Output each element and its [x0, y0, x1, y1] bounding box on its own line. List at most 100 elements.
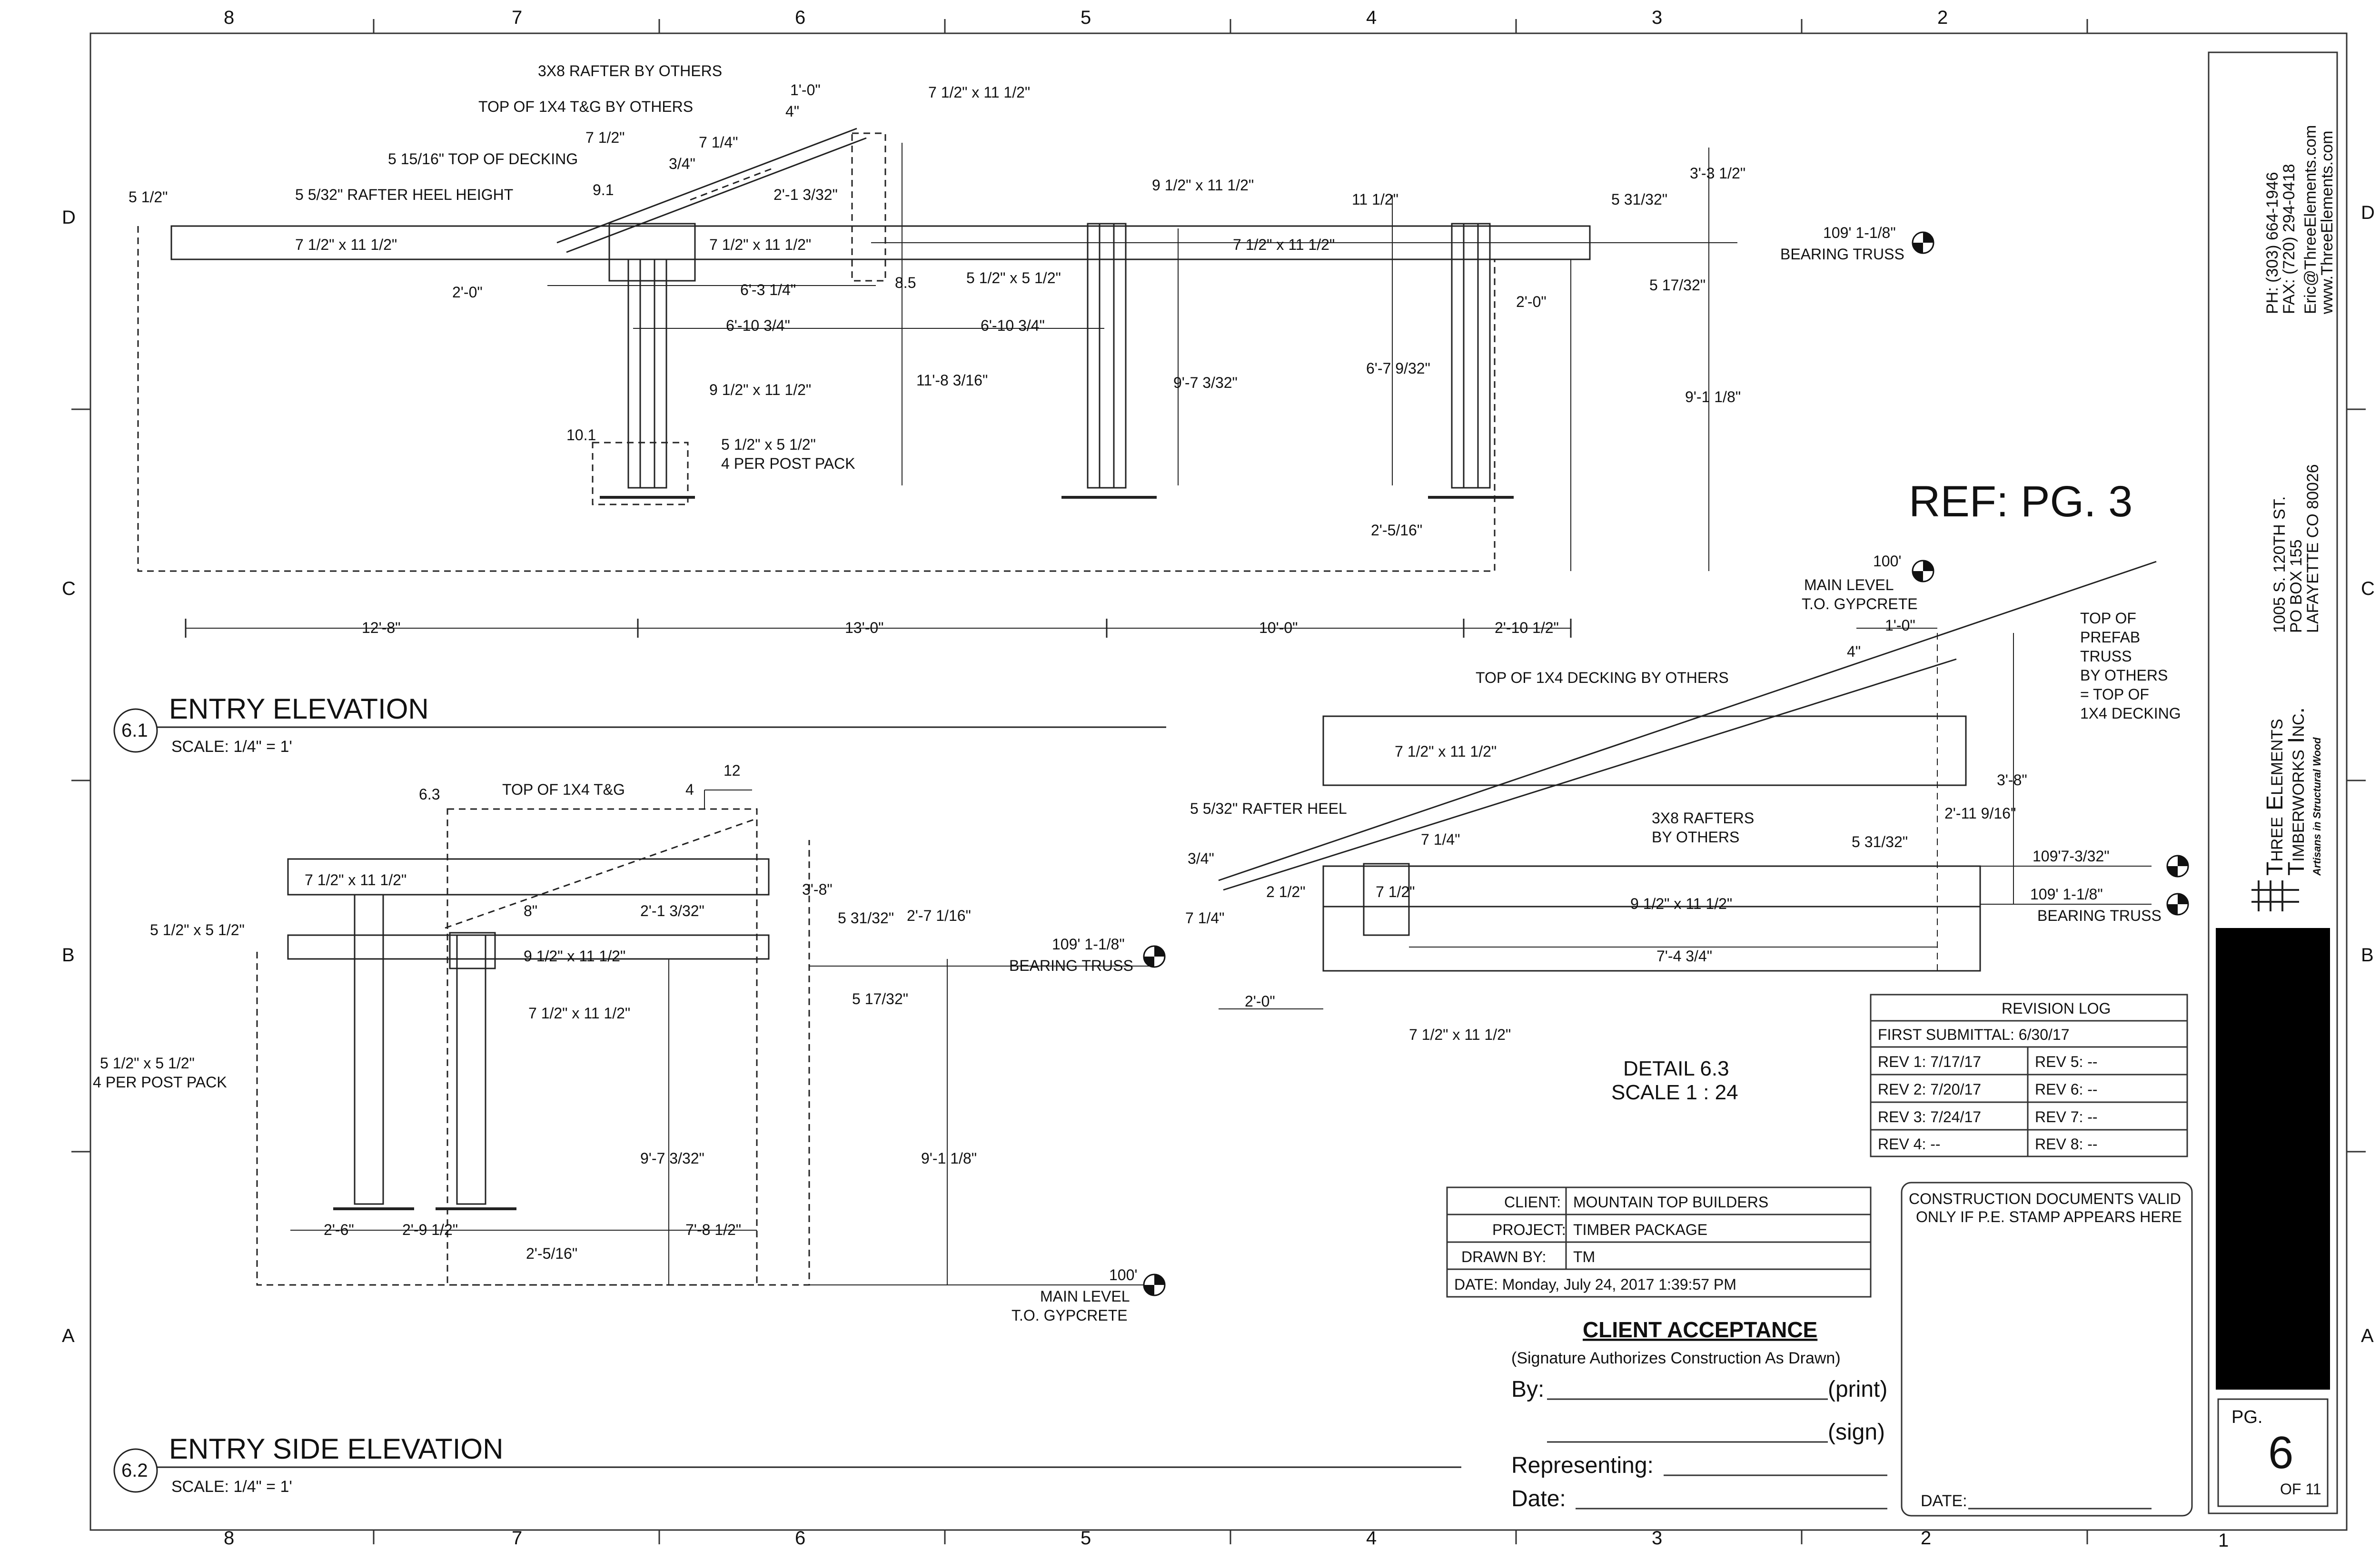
dim-6-3: 6'-3 1/4" [740, 281, 796, 298]
dim-11-8: 11'-8 3/16" [916, 372, 988, 389]
dim-6-10-a: 6'-10 3/4" [726, 317, 790, 334]
revision-cell: REV 6: -- [2035, 1081, 2098, 1098]
address-line: 1005 S. 120TH ST. [2271, 496, 2289, 633]
col-label: 6 [795, 1528, 805, 1549]
revision-cell: REV 3: 7/24/17 [1878, 1108, 1981, 1125]
revision-cell: REV 5: -- [2035, 1053, 2098, 1070]
row-label: D [2361, 202, 2375, 223]
tag-101: 10.1 [566, 426, 596, 444]
bracket: 7 1/2" x 11 1/2" [528, 1005, 630, 1022]
ref-note: REF: PG. 3 [1909, 477, 2132, 526]
dim-2-11: 2'-11 9/16" [1944, 805, 2016, 822]
dim-7-8: 7'-8 1/2" [685, 1221, 741, 1238]
main-level: MAIN LEVEL [1804, 576, 1894, 593]
print-label: (print) [1828, 1377, 1887, 1402]
dim-4: 4" [1847, 643, 1861, 660]
dim-2-half: 2 1/2" [1266, 883, 1306, 900]
note-prefab: BY OTHERS [2080, 667, 2168, 684]
note-prefab: TOP OF [2080, 610, 2136, 627]
dim-9-1: 9'-1 1/8" [921, 1150, 977, 1167]
col-label: 4 [1366, 7, 1377, 28]
view-number: 6.2 [121, 1460, 148, 1481]
project-info-table: CLIENT: MOUNTAIN TOP BUILDERS PROJECT: T… [1446, 1186, 1872, 1298]
row-label: A [62, 1325, 75, 1346]
entry-side-elevation-drawing [256, 790, 1150, 1286]
contact-line: www.ThreeElements.com [2318, 131, 2336, 315]
post-55: 5 1/2" x 5 1/2" [966, 269, 1061, 286]
pe-stamp-box: CONSTRUCTION DOCUMENTS VALID ONLY IF P.E… [1901, 1182, 2193, 1517]
note-prefab: TRUSS [2080, 648, 2132, 665]
dim-5-17-32: 5 17/32" [1649, 276, 1706, 294]
dim-4: 4" [785, 103, 799, 120]
dim-3-8: 3'-8" [1997, 771, 2027, 789]
dim-7-half: 7 1/2" [585, 129, 625, 146]
note-top-tg: TOP OF 1X4 T&G BY OTHERS [478, 98, 693, 115]
col-label: 3 [1652, 1528, 1662, 1549]
row-label: A [2361, 1325, 2374, 1346]
dim-3-8: 3'-8" [802, 881, 833, 898]
view-scale: SCALE: 1/4" = 1' [171, 738, 292, 756]
dim-2-0: 2'-0" [1245, 993, 1275, 1010]
dim-6-7: 6'-7 9/32" [1366, 360, 1430, 377]
bracket-low: 9 1/2" x 11 1/2" [709, 381, 811, 398]
beam-right: 7 1/2" x 11 1/2" [1233, 236, 1335, 253]
view-title: ENTRY SIDE ELEVATION [169, 1433, 503, 1465]
view-number: 6.1 [121, 720, 148, 741]
stamp-line-1: CONSTRUCTION DOCUMENTS VALID [1909, 1190, 2181, 1207]
dim-2-9: 2'-9 1/2" [402, 1221, 458, 1238]
dim-2-0-right: 2'-0" [1516, 293, 1547, 310]
row-label: B [62, 945, 75, 966]
drawn-label: DRAWN BY: [1461, 1248, 1546, 1265]
view-title: ENTRY ELEVATION [169, 693, 429, 725]
beam-low: 9 1/2" x 11 1/2" [524, 948, 625, 965]
detail-title: DETAIL 6.3 [1623, 1057, 1729, 1080]
contact-line: FAX: (720) 294-0418 [2280, 164, 2298, 314]
main-level: MAIN LEVEL [1040, 1288, 1130, 1305]
dim-2-1-32: 2'-1 3/32" [640, 902, 704, 919]
dim-7-half: 7 1/2" [1376, 883, 1415, 900]
dim-7-quarter: 7 1/4" [699, 134, 738, 151]
col-label: 7 [512, 7, 522, 28]
revision-cell: REV 8: -- [2035, 1135, 2098, 1153]
frame-labels: 8 7 6 5 4 3 2 8 7 6 5 4 3 2 1 D C B A D … [62, 7, 2375, 1550]
row-label: D [62, 207, 76, 228]
dim-2-0: 2'-0" [452, 284, 483, 301]
dim-3-4: 3/4" [1188, 850, 1214, 867]
date-value: DATE: Monday, July 24, 2017 1:39:57 PM [1454, 1276, 1736, 1293]
dim-7-quarter-b: 7 1/4" [1185, 909, 1225, 927]
detail-63-drawing [1218, 561, 2157, 1009]
revision-cell: REV 2: 7/20/17 [1878, 1081, 1981, 1098]
note-top-tg: TOP OF 1X4 T&G [502, 781, 625, 798]
elevation-61-labels: 3X8 RAFTER BY OTHERS TOP OF 1X4 T&G BY O… [129, 62, 1918, 636]
dim-6-10-b: 6'-10 3/4" [981, 317, 1045, 334]
contact-line: Eric@ThreeElements.com [2301, 125, 2320, 314]
page-of: OF 11 [2280, 1481, 2321, 1498]
note-top-decking: TOP OF 1X4 DECKING BY OTHERS [1476, 669, 1729, 686]
dim-12-8: 12'-8" [362, 619, 401, 636]
bearing-elevation: 109' 1-1/8" [1052, 936, 1125, 953]
dim-5-31-32: 5 31/32" [1611, 191, 1667, 208]
stamp-line-2: ONLY IF P.E. STAMP APPEARS HERE [1916, 1208, 2182, 1225]
bearing-label: BEARING TRUSS [1780, 246, 1904, 263]
title-block: PH: (303) 664-1946 FAX: (720) 294-0418 E… [2216, 125, 2336, 1507]
dim-3-3-half: 3'-3 1/2" [1690, 165, 1745, 182]
dim-7-4: 7'-4 3/4" [1656, 948, 1712, 965]
note-rafter-heel: 5 5/32" RAFTER HEEL [1190, 800, 1347, 817]
acceptance-title: CLIENT ACCEPTANCE [1583, 1317, 1817, 1342]
bearing-elevation: 109' 1-1/8" [1823, 224, 1896, 241]
beam-top: 7 1/2" x 11 1/2" [1395, 743, 1497, 760]
contact-line: PH: (303) 664-1946 [2263, 172, 2281, 314]
entry-elevation-drawing [137, 128, 1737, 638]
stamp-black-area [2216, 928, 2330, 1390]
row-label: C [62, 578, 76, 599]
date-label: Date: [1511, 1486, 1566, 1511]
row-label: C [2361, 578, 2375, 599]
main-elevation: 100' [1873, 553, 1902, 570]
revision-cell: REV 7: -- [2035, 1108, 2098, 1125]
drawn-value: TM [1573, 1248, 1595, 1265]
page-number: 6 [2268, 1427, 2293, 1478]
pitch-rise: 4 [685, 781, 694, 798]
col-label: 2 [1937, 7, 1948, 28]
revision-log: REVISION LOG FIRST SUBMITTAL: 6/30/17 RE… [1870, 994, 2188, 1157]
